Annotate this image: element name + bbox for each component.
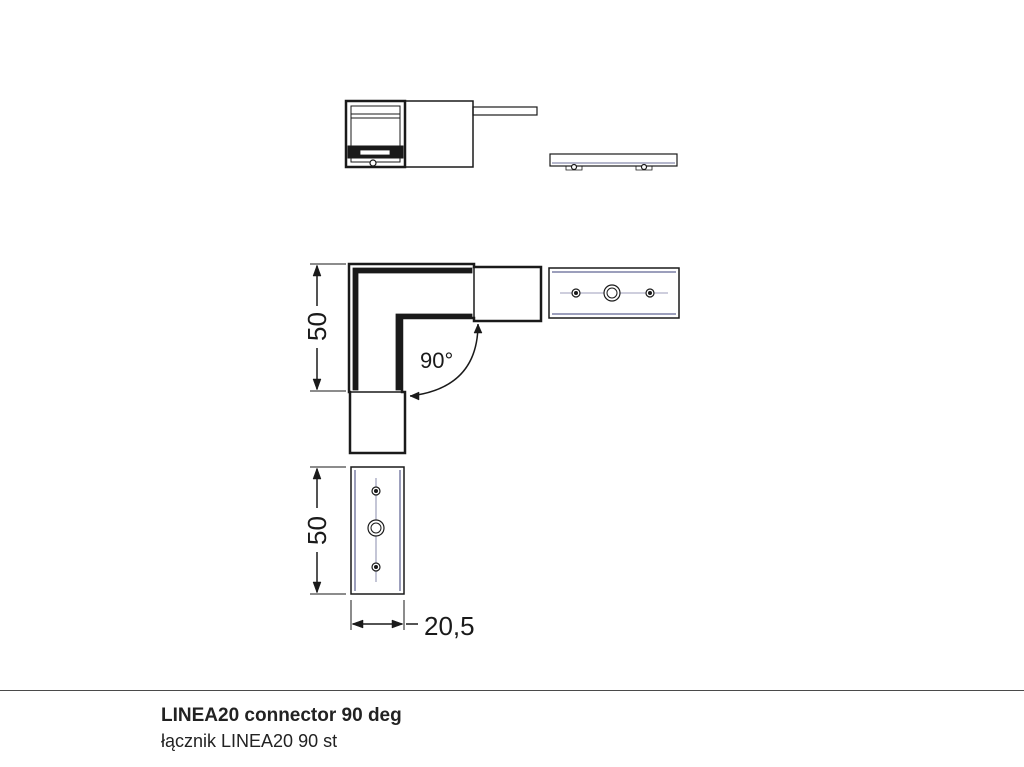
product-name-en: LINEA20 connector 90 deg <box>161 705 402 726</box>
dimension-line-top <box>310 263 346 392</box>
dimension-top-value: 50 <box>302 312 332 341</box>
caption-block: LINEA20 connector 90 deg łącznik LINEA20… <box>161 704 402 754</box>
product-name-pl: łącznik LINEA20 90 st <box>161 731 338 751</box>
l-connector-outline <box>347 262 543 455</box>
dimension-width-value: 20,5 <box>424 611 475 641</box>
caption-divider <box>0 690 1024 691</box>
right-plate <box>548 267 680 319</box>
dimension-line-width <box>350 600 418 630</box>
dimension-line-bottom <box>310 466 346 595</box>
side-view-plate <box>549 153 678 171</box>
bottom-plate <box>350 466 405 595</box>
angle-label: 90° <box>420 348 453 373</box>
side-view-profile <box>344 99 538 169</box>
dimension-bottom-value: 50 <box>302 516 332 545</box>
angle-arc <box>409 323 483 401</box>
